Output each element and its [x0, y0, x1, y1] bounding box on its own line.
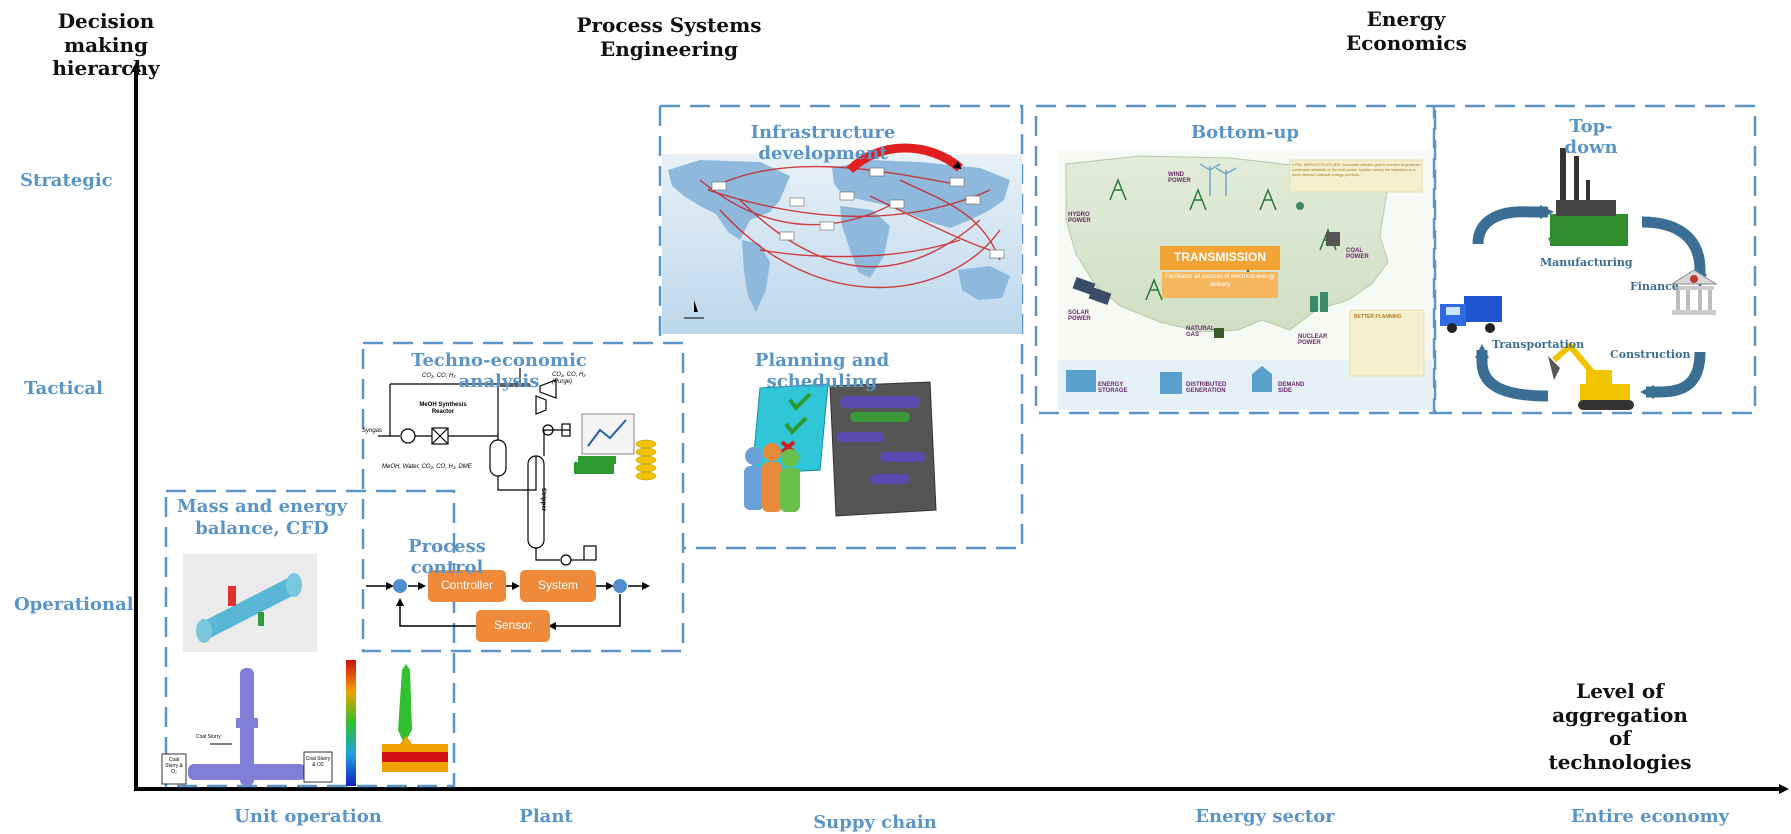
pse-header: Process Systems Engineering	[576, 13, 762, 61]
money-chart-icon	[574, 413, 657, 481]
better-planning-note: BETTER PLANNING	[1354, 314, 1402, 320]
sum-node-right	[613, 579, 627, 593]
gasifier-image	[161, 668, 333, 786]
solar-label: SOLAR POWER	[1068, 310, 1091, 322]
hydro-label: HYDRO POWER	[1068, 212, 1091, 224]
planning-title: Planning and scheduling	[754, 350, 890, 392]
mass-energy-box	[164, 489, 456, 788]
bank-icon	[1670, 269, 1718, 315]
sensor-label: Sensor	[493, 618, 533, 632]
flowsheet-diagram	[378, 368, 597, 566]
cfd-contour-image	[346, 660, 448, 786]
system-label: System	[537, 578, 578, 592]
controller-label: Controller	[440, 578, 494, 592]
gas-label: NATURAL GAS	[1186, 326, 1215, 338]
finance-label: Finance	[1630, 280, 1679, 293]
reactor-label: MeOH Synthesis Reactor	[419, 402, 467, 416]
scope-supply-chain: Suppy chain	[813, 812, 937, 833]
transportation-label: Transportation	[1492, 338, 1585, 351]
sensor-block	[476, 610, 550, 642]
manufacturing-label: Manufacturing	[1540, 256, 1633, 269]
gantt-icon	[744, 381, 937, 517]
level-operational: Operational	[14, 594, 134, 615]
purge-label: CO₂, CO, H₂ (Purge)	[552, 372, 586, 386]
top-down-cycle	[1440, 148, 1718, 410]
y-axis-title: Decision making hierarchy	[52, 9, 160, 81]
stripper-label: Stripper	[540, 488, 546, 512]
process-control-title: Process control	[408, 536, 486, 578]
demand-label: DEMAND SIDE	[1278, 382, 1305, 394]
techno-econ-box	[361, 341, 685, 653]
storage-label: ENERGY STORAGE	[1098, 382, 1128, 394]
feed-left-label: Coal Slurry & O₂	[165, 757, 183, 775]
sum-node-left	[393, 579, 407, 593]
world-map-image	[662, 143, 1022, 334]
feed-top-label: Coal Slurry	[196, 734, 221, 740]
scope-unit-operation: Unit operation	[234, 806, 382, 827]
scope-energy-sector: Energy sector	[1195, 806, 1335, 827]
truck-icon	[1440, 296, 1502, 333]
factory-icon	[1548, 148, 1628, 246]
nuclear-label: NUCLEAR POWER	[1298, 334, 1328, 346]
level-strategic: Strategic	[20, 170, 113, 191]
top-down-title: Top-down	[1564, 116, 1618, 158]
transmission-sublabel: Facilitates all sources of electrical en…	[1165, 274, 1275, 288]
heat-exchanger-image	[183, 554, 317, 652]
feed-right-label: Coal Slurry & O2	[305, 756, 331, 768]
control-loop	[366, 582, 650, 630]
syngas-label: Syngas	[362, 428, 383, 434]
distributed-label: DISTRIBUTED GENERATION	[1186, 382, 1227, 394]
infrastructure-title: Infrastructure development	[750, 122, 896, 164]
transmission-label: TRANSMISSION	[1173, 250, 1266, 264]
vital-infrastructure-note: VITAL INFRASTRUCTURE: A smarter electric…	[1292, 162, 1420, 178]
techno-econ-title: Techno-economic analysis	[411, 350, 587, 392]
x-axis-title: Level of aggregation of technologies	[1548, 679, 1692, 774]
wind-label: WIND POWER	[1168, 172, 1191, 184]
bottom-up-title: Bottom-up	[1190, 122, 1300, 143]
stream-top-label: CO₂, CO, H₂	[422, 373, 456, 379]
energy-economics-header: Energy Economics	[1346, 7, 1467, 55]
level-tactical: Tactical	[24, 378, 103, 399]
coal-label: COAL POWER	[1346, 248, 1369, 260]
stream-bottom-label: MeOH, Water, CO₂, CO, H₂, DME	[382, 464, 472, 470]
us-grid-map-image	[1058, 150, 1432, 410]
mass-energy-title: Mass and energy balance, CFD	[176, 496, 348, 539]
bottom-up-box	[1034, 104, 1436, 415]
scope-entire-economy: Entire economy	[1570, 806, 1730, 827]
construction-label: Construction	[1610, 348, 1691, 361]
system-block	[520, 570, 596, 602]
top-down-box	[1433, 104, 1757, 415]
scope-plant: Plant	[519, 806, 573, 827]
controller-block	[428, 570, 506, 602]
excavator-icon	[1548, 341, 1634, 410]
